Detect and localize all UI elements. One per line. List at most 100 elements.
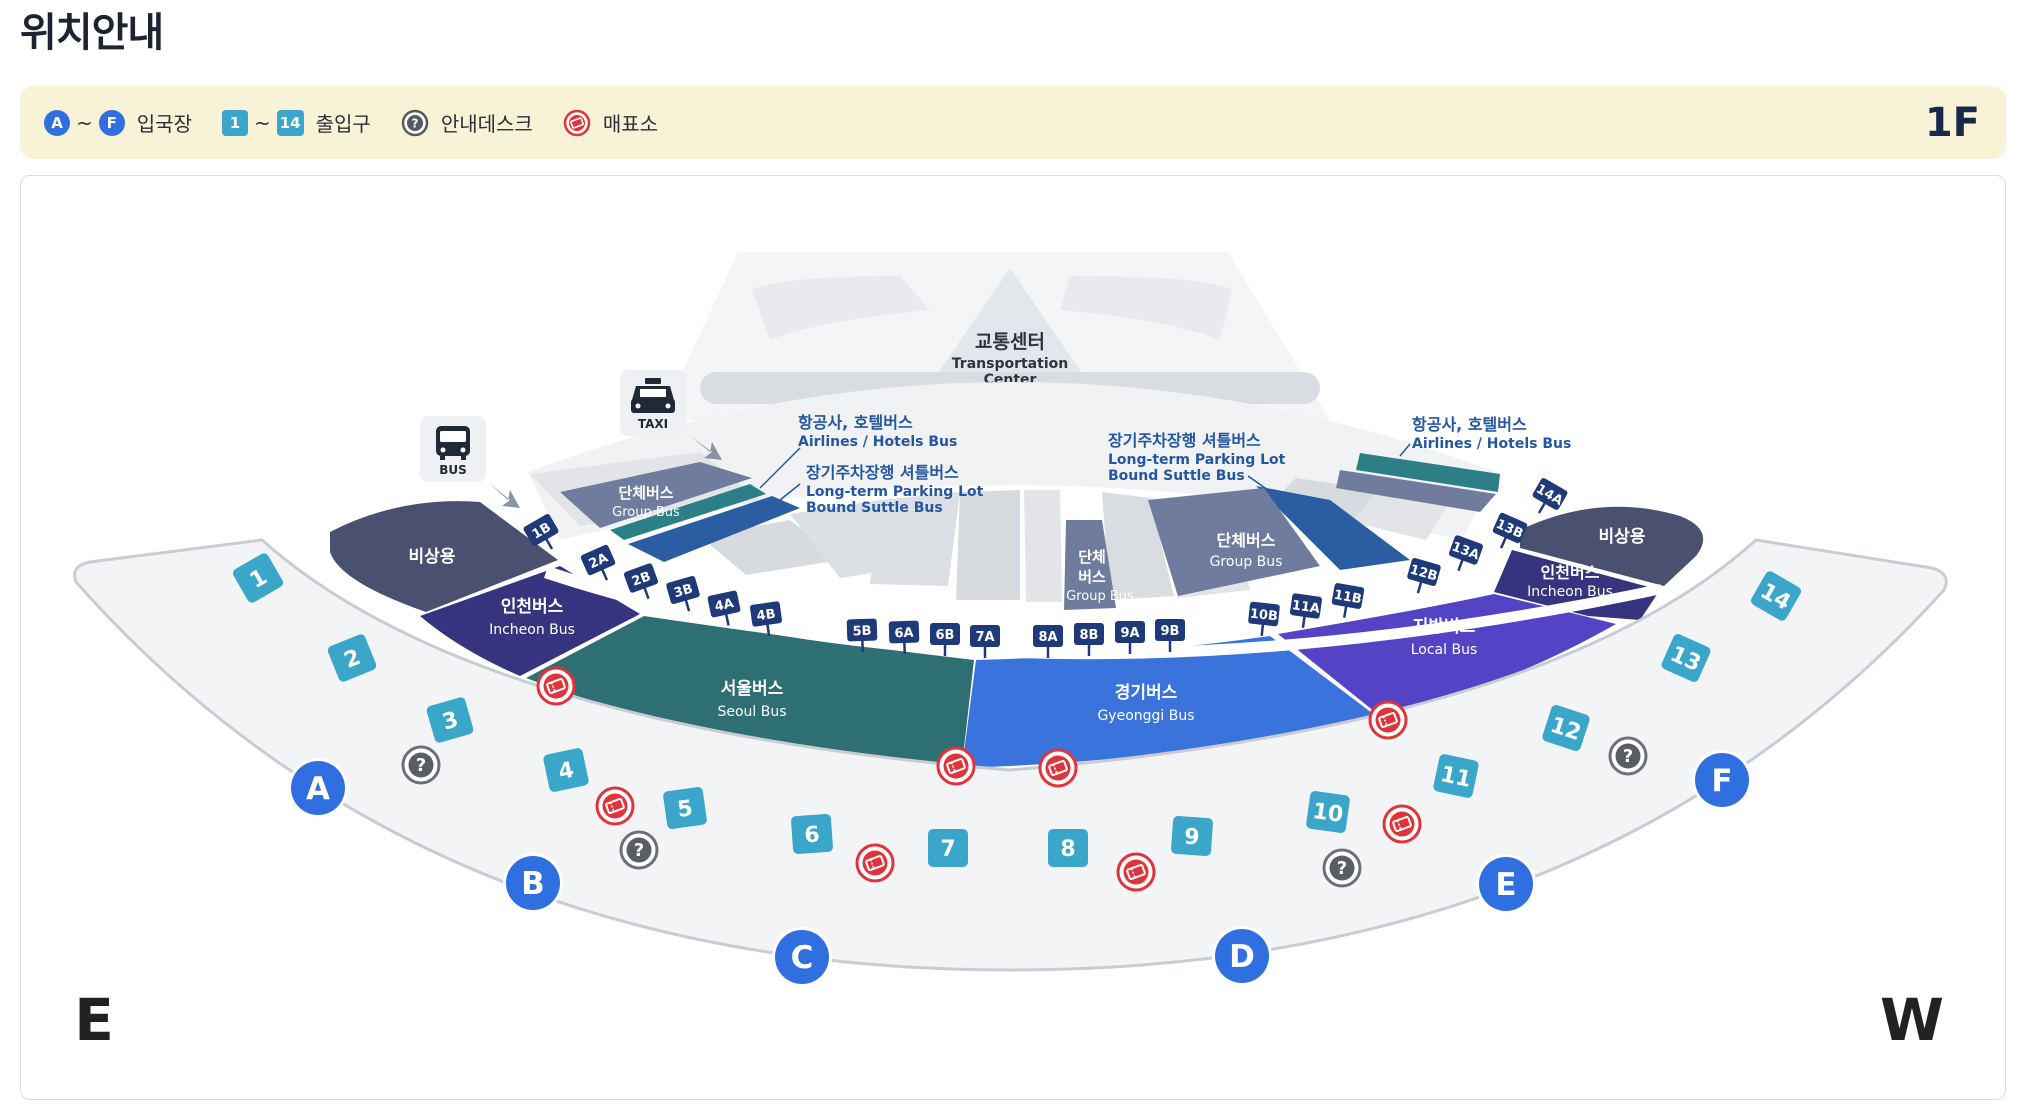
gate-label: 6 — [804, 822, 821, 848]
bus-stop-tag: 2A — [580, 544, 616, 581]
bus-stop-tag: 6A — [888, 620, 920, 655]
bus-stop-tag: 1B — [523, 514, 559, 550]
taxi-icon — [631, 378, 675, 413]
group-left-label-en: Group Bus — [612, 505, 680, 520]
emergency-right-label: 비상용 — [1599, 527, 1646, 547]
emergency-zone-left — [330, 501, 558, 612]
airline-right-callout-ko: 항공사, 호텔버스 — [1412, 415, 1527, 434]
bus-stop-label: 7A — [975, 630, 994, 645]
legend-tilde: ~ — [76, 110, 93, 135]
ticket-icon — [595, 786, 635, 826]
gyeonggi-bus-label-ko: 경기버스 — [1115, 683, 1178, 703]
airline-lane-left — [610, 484, 766, 540]
bus-stop-tag: 6B — [930, 623, 960, 656]
bus-stop-label: 8A — [1038, 630, 1057, 645]
ticket-icon — [1368, 700, 1408, 740]
gate-marker: 10 — [1306, 791, 1350, 833]
legend-arrival-to-marker: F — [98, 109, 125, 136]
bus-stop-label: 4B — [756, 607, 777, 624]
legend-arrival-from-marker: A — [44, 109, 70, 136]
arrival-hall-markers: A B C D E F — [288, 750, 1752, 987]
group-right-label-en: Group Bus — [1210, 554, 1283, 570]
arrival-hall-marker: D — [1212, 926, 1272, 986]
group-center-label-en: Group Bus — [1066, 589, 1134, 604]
bus-stop-label: 3B — [672, 582, 694, 602]
incheon-bus-zone-left — [420, 566, 640, 676]
gate-marker: 8 — [1048, 829, 1088, 867]
incheon-right-label-en: Incheon Bus — [1527, 584, 1613, 600]
taxi-label: TAXI — [638, 417, 668, 431]
airline-lane-right-2 — [1336, 470, 1496, 512]
curb-line — [544, 566, 1662, 660]
ticket-icon — [1116, 852, 1156, 892]
compass-east: E — [74, 986, 114, 1054]
local-bus-zone — [1278, 594, 1616, 716]
question-mark-icon — [401, 745, 441, 785]
airline-lane-right — [1356, 453, 1500, 492]
bus-stop-tag: 9B — [1155, 619, 1185, 652]
local-bus-label-ko: 지방버스 — [1413, 617, 1476, 637]
arrival-hall-marker: A — [288, 758, 348, 818]
shuttle-lane-right — [1256, 486, 1410, 570]
legend-gate-from-marker: 1 — [221, 109, 248, 136]
bus-stop-tag: 4B — [750, 601, 782, 636]
airline-left-callout-en: Airlines / Hotels Bus — [798, 434, 957, 450]
bus-stand-marker: BUS — [420, 416, 520, 508]
emergency-left-label: 비상용 — [409, 547, 456, 567]
arrival-hall-marker: E — [1476, 854, 1536, 914]
legend-arrival-label: 입국장 — [136, 112, 192, 136]
bus-stop-tag: 11A — [1290, 593, 1322, 628]
arrival-hall-marker: B — [503, 853, 563, 913]
gate-label: 5 — [676, 796, 695, 823]
bus-stop-label: 11A — [1291, 598, 1321, 617]
gate-label: 11 — [1438, 762, 1473, 793]
ticket-icon — [855, 843, 895, 883]
ticket-icon — [1038, 748, 1078, 788]
arrival-hall-label: E — [1495, 867, 1516, 903]
group-center-label-ko-2: 버스 — [1078, 568, 1106, 586]
legend-info-desk: ? 안내데스크 — [401, 108, 533, 137]
question-mark-icon — [1322, 848, 1362, 888]
legend-tilde: ~ — [253, 110, 271, 135]
ticket-icon — [536, 666, 576, 706]
group-center-label-ko-1: 단체 — [1078, 548, 1106, 566]
bus-icon — [436, 426, 470, 460]
bus-stop-tag: 5B — [846, 618, 878, 653]
bus-label: BUS — [439, 463, 467, 477]
arrival-hall-label: A — [306, 771, 330, 807]
bus-stop-tag: 12B — [1407, 558, 1441, 594]
arrival-hall-marker: C — [772, 927, 832, 987]
gate-label: 3 — [440, 707, 462, 735]
legend-gate: 1 ~ 14 출입구 — [221, 108, 371, 137]
page-title: 위치안내 — [20, 10, 164, 56]
taxi-stand-marker: TAXI — [620, 370, 722, 460]
legend-ticket-label: 매표소 — [602, 112, 659, 136]
legend-info-label: 안내데스크 — [440, 112, 533, 136]
bus-stop-tag: 7A — [970, 625, 1000, 658]
bus-stop-label: 4A — [713, 596, 735, 615]
bus-stop-label: 6B — [936, 628, 955, 643]
incheon-left-label-ko: 인천버스 — [501, 597, 564, 617]
group-bus-zone-right — [1148, 488, 1320, 596]
bus-stop-label: 8B — [1080, 628, 1099, 643]
bus-stop-label: 9A — [1120, 626, 1139, 641]
bus-stop-tag: 9A — [1115, 621, 1145, 654]
legend-gate-label: 출입구 — [315, 112, 371, 136]
group-bus-zone-left — [560, 462, 752, 528]
gate-marker: 11 — [1433, 754, 1479, 798]
gate-marker: 13 — [1661, 634, 1711, 682]
question-mark-icon — [1608, 736, 1648, 776]
legend-gate-to-marker: 14 — [276, 109, 304, 136]
bus-stop-label: 9B — [1161, 624, 1180, 639]
svg-text:?: ? — [411, 116, 418, 130]
bus-stop-label: 10B — [1249, 607, 1278, 625]
legend-ticket-office: 매표소 — [563, 108, 658, 137]
transport-center-ko: 교통센터 — [975, 331, 1045, 353]
gate-marker: 4 — [543, 748, 589, 792]
ticket-icon — [936, 746, 976, 786]
arrival-hall-marker: F — [1692, 750, 1752, 810]
